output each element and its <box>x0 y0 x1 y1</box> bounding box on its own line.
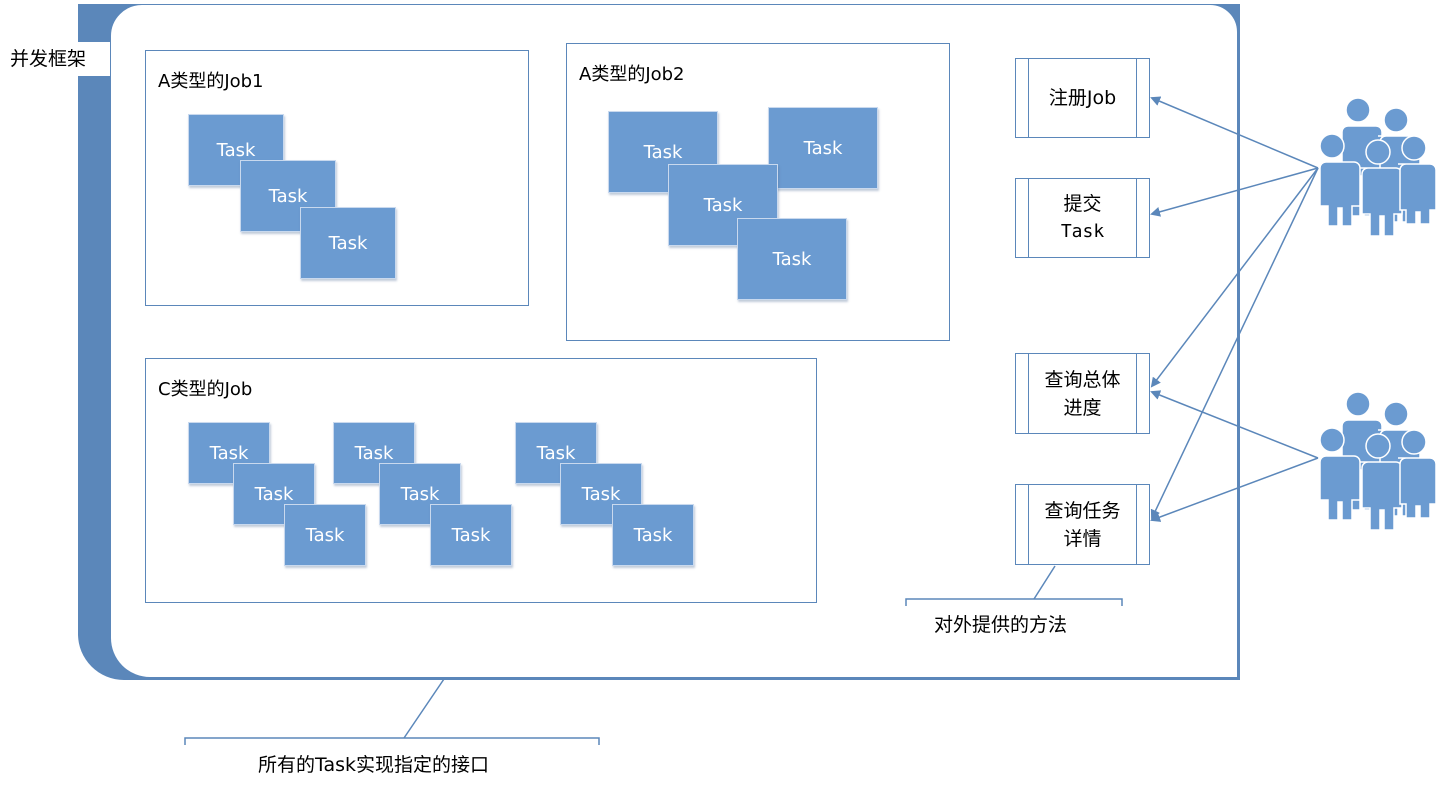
job-a2-title: A类型的Job2 <box>579 64 685 85</box>
methods-note: 对外提供的方法 <box>934 614 1068 636</box>
task: Task <box>737 218 847 300</box>
method-submit-task-label: 提交 <box>1063 193 1102 215</box>
method-register-job: 注册Job <box>1015 58 1150 138</box>
method-query-task-detail-label: 查询任务 <box>1044 499 1121 522</box>
job-a1-title: A类型的Job1 <box>158 71 264 92</box>
method-query-task-detail: 查询任务 详情 <box>1015 484 1150 565</box>
job-c-title: C类型的Job <box>158 379 253 400</box>
task: Task <box>612 504 694 566</box>
arrow-to-register-job <box>1150 96 1319 169</box>
arrows-top-users <box>1150 96 1319 520</box>
interface-note-bracket <box>184 678 600 745</box>
methods-note-bracket <box>905 565 1123 606</box>
method-query-progress-label-2: 进度 <box>1063 396 1102 419</box>
arrow-to-query-progress <box>1150 167 1319 388</box>
arrow-to-query-progress-2 <box>1150 390 1319 459</box>
task: Task <box>430 504 512 566</box>
arrows-bottom-users <box>1150 390 1319 522</box>
users-group-icon <box>1318 97 1437 237</box>
task: Task <box>284 504 366 566</box>
method-submit-task-label-2: Task <box>1060 221 1105 242</box>
framework-label: 并发框架 <box>4 42 110 76</box>
method-submit-task: 提交 Task <box>1015 178 1150 258</box>
task: Task <box>768 107 878 189</box>
arrow-to-query-task-detail <box>1150 167 1319 520</box>
method-query-progress-label: 查询总体 <box>1044 368 1121 391</box>
arrow-to-query-task-detail-2 <box>1150 457 1319 522</box>
users-group-icon <box>1318 391 1437 531</box>
arrow-to-submit-task <box>1150 167 1319 217</box>
interface-note: 所有的Task实现指定的接口 <box>258 754 490 776</box>
task: Task <box>300 207 396 279</box>
task: Task <box>188 422 270 484</box>
method-register-job-label: 注册Job <box>1048 87 1117 109</box>
method-query-progress: 查询总体 进度 <box>1015 353 1150 434</box>
method-query-task-detail-label-2: 详情 <box>1063 527 1102 550</box>
